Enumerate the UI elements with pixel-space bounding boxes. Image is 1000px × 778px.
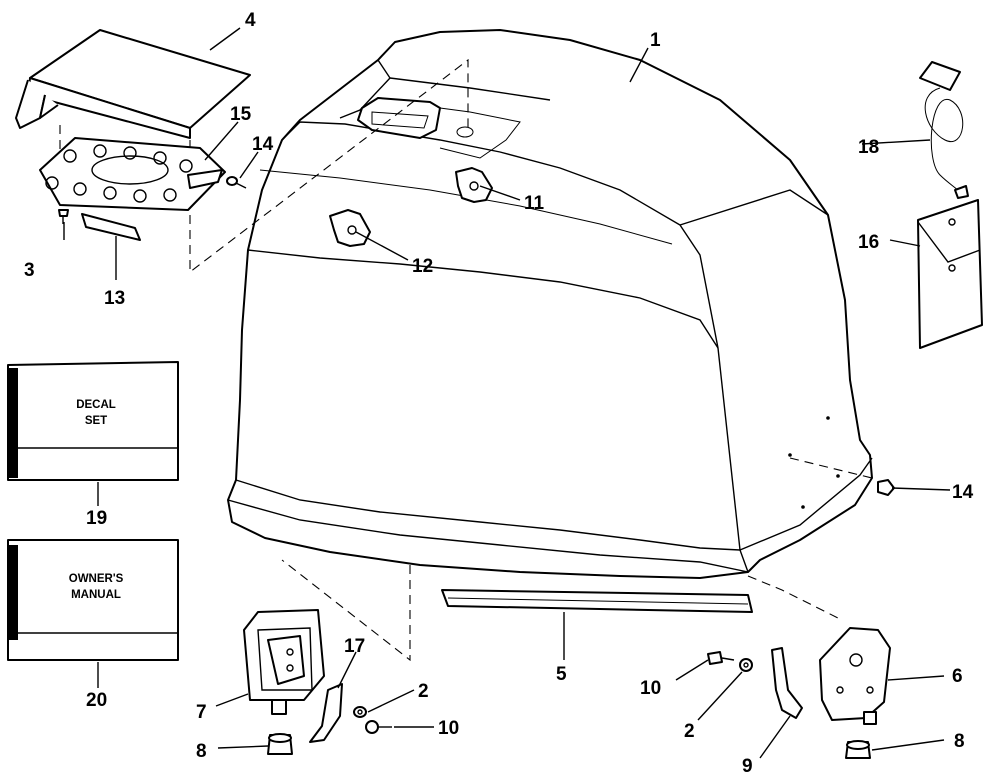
callout-4: 4 — [245, 10, 256, 31]
hood-cover — [15, 29, 251, 139]
decal-set-box — [7, 361, 179, 481]
latch-bracket-6 — [819, 627, 891, 725]
clip-9 — [771, 647, 803, 719]
clip-17 — [309, 683, 343, 743]
washer-2-left — [353, 706, 367, 718]
callout-13: 13 — [104, 288, 125, 309]
callout-8-left: 8 — [196, 741, 207, 762]
assembly-line-left-bracket — [281, 559, 411, 662]
owners-manual-line1: OWNER'S — [69, 573, 124, 585]
lanyard-cord-18 — [919, 61, 969, 199]
assembly-line-right-bracket — [747, 575, 843, 621]
callout-14-top: 14 — [252, 134, 274, 155]
trim-strip-13 — [81, 213, 141, 241]
callout-6: 6 — [952, 666, 963, 687]
grommet-12 — [329, 209, 371, 247]
callout-2-right: 2 — [684, 721, 695, 742]
screw-14-side — [877, 479, 895, 496]
leader-lines — [63, 27, 951, 759]
callout-18: 18 — [858, 137, 879, 158]
pouch-16 — [917, 199, 983, 349]
callout-2-left: 2 — [418, 681, 429, 702]
callout-10-left: 10 — [438, 718, 459, 739]
callout-12: 12 — [412, 256, 433, 277]
screw-3 — [58, 209, 69, 224]
bumper-8-right — [845, 740, 871, 759]
callout-1: 1 — [650, 30, 661, 51]
callout-20: 20 — [86, 690, 107, 711]
seal-strip-5 — [441, 589, 753, 613]
decal-set-line1: DECAL — [76, 399, 116, 411]
callout-16: 16 — [858, 232, 879, 253]
callout-11: 11 — [524, 193, 545, 214]
screw-10-right — [707, 651, 735, 665]
screw-14-top — [226, 176, 247, 189]
callout-3: 3 — [24, 260, 35, 281]
callout-17: 17 — [344, 636, 365, 657]
gasket-plate — [39, 137, 226, 211]
callout-5: 5 — [556, 664, 567, 685]
callout-19: 19 — [86, 508, 107, 529]
callout-10-right: 10 — [640, 678, 661, 699]
decal-set-line2: SET — [85, 415, 107, 427]
washer-2-right — [739, 658, 753, 672]
callout-7: 7 — [196, 702, 207, 723]
engine-cover — [227, 29, 873, 579]
grommet-11 — [455, 167, 493, 203]
owners-manual-box — [7, 539, 179, 661]
callout-9: 9 — [742, 756, 753, 777]
bumper-8-left — [267, 733, 293, 755]
callout-14-side: 14 — [952, 482, 974, 503]
callout-8-right: 8 — [954, 731, 965, 752]
callout-15: 15 — [230, 104, 252, 125]
latch-bracket-7 — [243, 609, 325, 715]
owners-manual-line2: MANUAL — [71, 589, 121, 601]
screw-10-left — [365, 720, 392, 734]
